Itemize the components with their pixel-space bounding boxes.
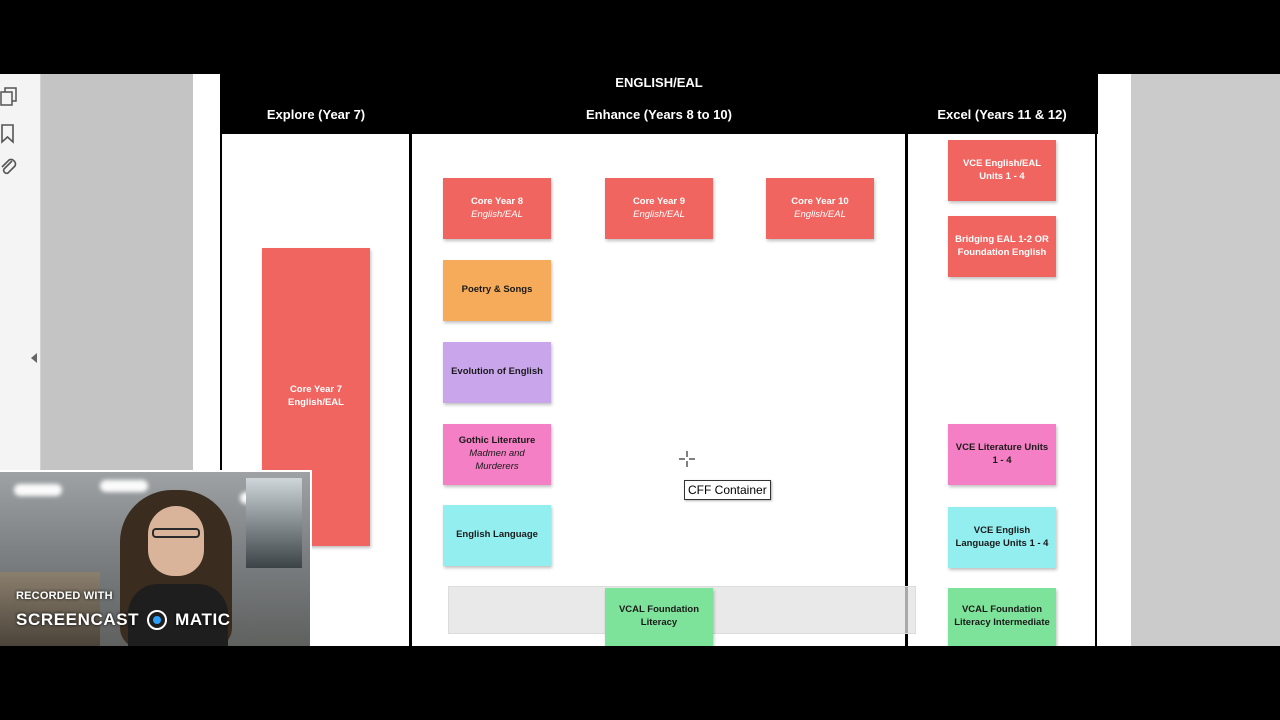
- column-header-explore: Explore (Year 7): [266, 107, 366, 122]
- box-vcal-foundation-literacy: VCAL Foundation Literacy: [605, 588, 713, 646]
- webcam-overlay: RECORDED WITH SCREENCAST MATIC: [0, 470, 312, 646]
- box-poetry-songs: Poetry & Songs: [443, 260, 551, 321]
- box-core-year-10: Core Year 10 English/EAL: [766, 178, 874, 239]
- document-title: ENGLISH/EAL: [615, 75, 703, 90]
- presenter-face: [148, 506, 204, 576]
- column-header-enhance: Enhance (Years 8 to 10): [586, 107, 732, 122]
- box-vce-literature: VCE Literature Units 1 - 4: [948, 424, 1056, 485]
- box-core-year-9: Core Year 9 English/EAL: [605, 178, 713, 239]
- box-gothic-literature: Gothic Literature Madmen and Murderers: [443, 424, 551, 485]
- column-divider-explore-enhance: [409, 131, 412, 646]
- column-divider-right-edge: [1095, 131, 1097, 646]
- brand-right: MATIC: [175, 610, 231, 629]
- brand-left: SCREENCAST: [16, 610, 140, 629]
- box-title: Core Year 9: [632, 195, 686, 207]
- box-subtitle: English/EAL: [288, 397, 344, 408]
- bookmark-icon[interactable]: [0, 124, 18, 144]
- box-subtitle: English/EAL: [471, 208, 523, 220]
- box-vce-english-eal: VCE English/EAL Units 1 - 4: [948, 140, 1056, 201]
- ceiling-light: [100, 480, 148, 492]
- box-title: VCE Literature Units 1 - 4: [955, 441, 1049, 466]
- box-title: Poetry & Songs: [461, 284, 533, 296]
- background-shelf: [0, 572, 100, 646]
- box-evolution-of-english: Evolution of English: [443, 342, 551, 403]
- viewer-background-right: [1131, 74, 1280, 646]
- box-subtitle: English/EAL: [794, 208, 846, 220]
- record-circle-icon: [147, 610, 168, 630]
- recorded-with-label: RECORDED WITH: [16, 590, 113, 602]
- box-title: Core Year 7: [289, 384, 343, 396]
- box-title: VCAL Foundation Literacy: [618, 604, 700, 628]
- column-divider-left-edge: [220, 131, 222, 646]
- ceiling-light: [14, 484, 62, 496]
- box-title: English Language: [456, 529, 538, 541]
- box-title: Core Year 8: [470, 195, 524, 207]
- collapse-sidebar-arrow-icon[interactable]: [31, 353, 37, 363]
- box-bridging-eal: Bridging EAL 1-2 OR Foundation English: [948, 216, 1056, 277]
- box-subtitle: Madmen and Murderers: [469, 448, 525, 472]
- crosshair-cursor-icon: [679, 451, 695, 467]
- box-title: Evolution of English: [451, 366, 543, 378]
- presenter-body: [128, 584, 228, 646]
- box-title: VCE English Language Units 1 - 4: [955, 524, 1049, 549]
- box-vcal-foundation-literacy-intermediate: VCAL Foundation Literacy Intermediate: [948, 588, 1056, 646]
- screencast-matic-logo: SCREENCAST MATIC: [16, 608, 231, 632]
- document-header: ENGLISH/EAL Explore (Year 7) Enhance (Ye…: [220, 74, 1098, 134]
- box-title: Core Year 10: [791, 195, 849, 207]
- column-divider-enhance-excel: [905, 131, 908, 646]
- box-core-year-8: Core Year 8 English/EAL: [443, 178, 551, 239]
- box-title: VCAL Foundation Literacy Intermediate: [954, 604, 1050, 628]
- tooltip: CFF Container: [684, 480, 771, 500]
- box-title: Gothic Literature: [458, 435, 536, 447]
- background-window: [246, 478, 302, 568]
- box-english-language: English Language: [443, 505, 551, 566]
- column-header-excel: Excel (Years 11 & 12): [937, 107, 1067, 122]
- box-title: VCE English/EAL Units 1 - 4: [962, 157, 1042, 182]
- attachment-icon[interactable]: [0, 157, 18, 177]
- copy-pages-icon[interactable]: [0, 87, 18, 107]
- box-vce-english-language: VCE English Language Units 1 - 4: [948, 507, 1056, 568]
- box-title: Bridging EAL 1-2 OR Foundation English: [955, 233, 1049, 258]
- box-subtitle: English/EAL: [633, 208, 685, 220]
- presenter-glasses: [152, 528, 200, 538]
